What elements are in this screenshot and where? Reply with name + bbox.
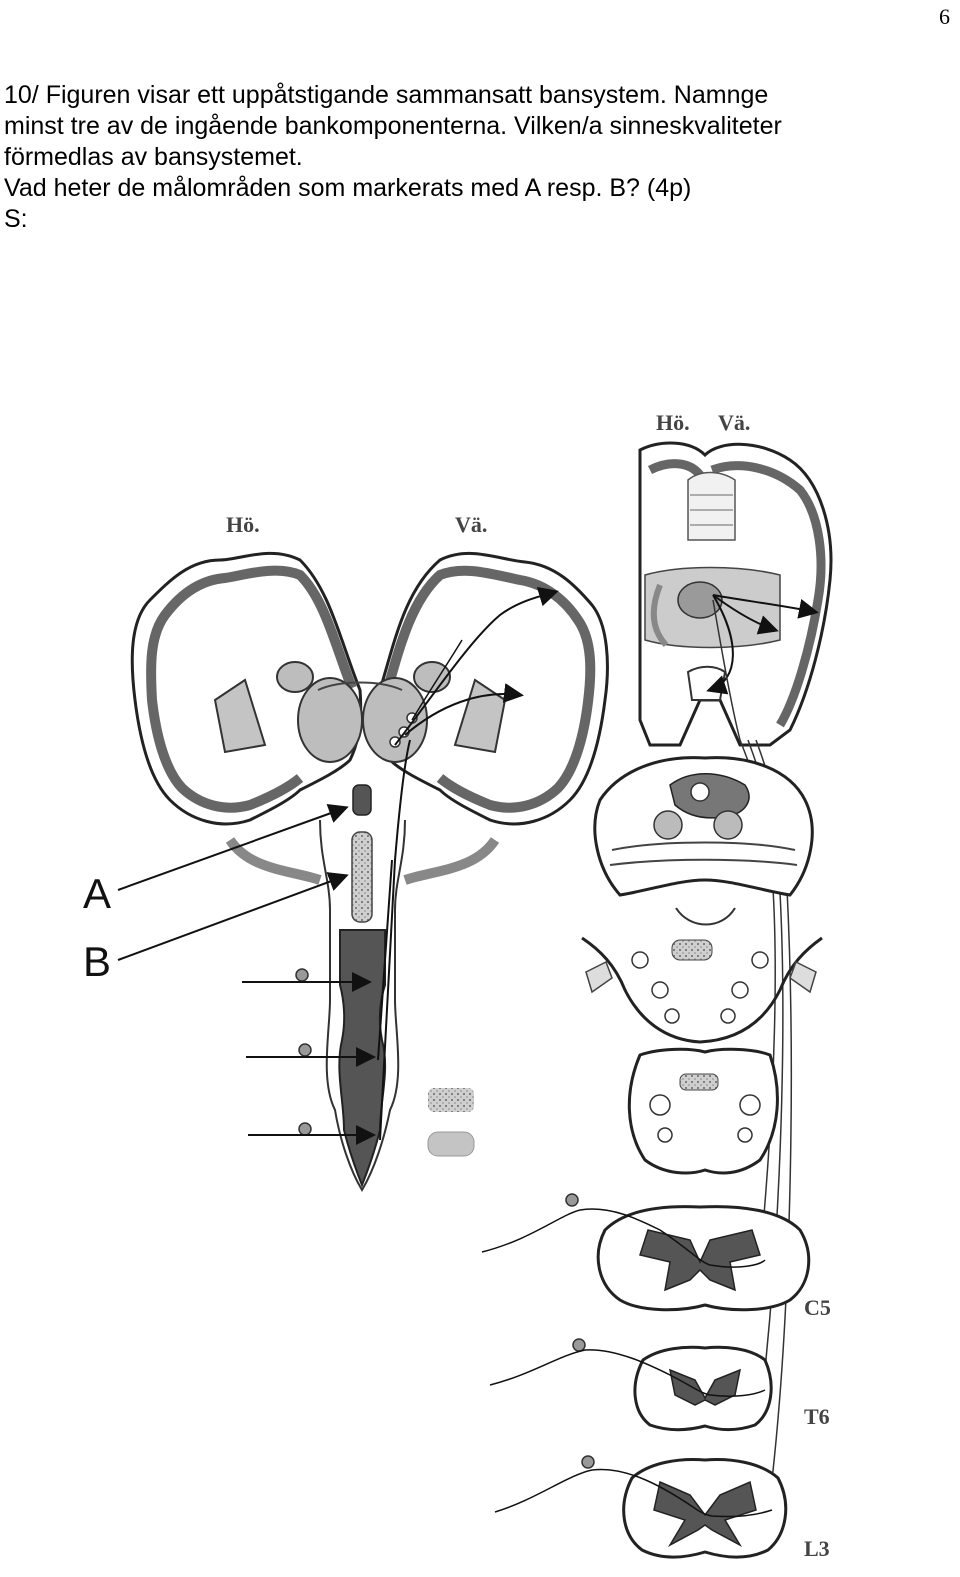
medulla-slice-upper xyxy=(581,936,823,1044)
pointer-a xyxy=(117,804,349,891)
right-thalamus xyxy=(297,677,363,763)
left-thalamus xyxy=(362,677,428,763)
answer-label: S: xyxy=(4,205,28,233)
level-label-l3: L3 xyxy=(804,1536,830,1561)
spinal-section-t6 xyxy=(633,1345,773,1432)
left-brain-label-ho: Hö. xyxy=(226,512,260,537)
left-hemisphere-cortex xyxy=(377,551,609,826)
target-area-a xyxy=(352,784,372,816)
marker-b-label: B xyxy=(83,938,111,985)
target-area-b xyxy=(351,831,373,923)
legend-dotted-swatch xyxy=(428,1088,474,1112)
marker-a-label: A xyxy=(83,870,111,917)
pointer-b xyxy=(117,872,349,961)
spinal-section-l3 xyxy=(622,1458,788,1559)
right-brain-label-ho: Hö. xyxy=(656,410,690,435)
question-text: 10/ Figuren visar ett uppåtstigande samm… xyxy=(4,80,954,235)
right-section-diagram: Hö. Vä. xyxy=(481,410,833,1561)
level-label-t6: T6 xyxy=(804,1404,830,1429)
legend-gray-swatch xyxy=(427,1131,475,1157)
page-number: 6 xyxy=(939,4,950,29)
question-line: 10/ Figuren visar ett uppåtstigande samm… xyxy=(4,81,769,109)
left-brain-diagram: Hö. Vä. xyxy=(83,512,609,1192)
question-line: Vad heter de målområden som markerats me… xyxy=(4,174,692,202)
right-brain-label-va: Vä. xyxy=(718,410,750,435)
level-label-c5: C5 xyxy=(804,1295,831,1320)
left-brain-label-va: Vä. xyxy=(455,512,487,537)
question-line: förmedlas av bansystemet. xyxy=(4,143,303,171)
question-line: minst tre av de ingående bankomponentern… xyxy=(4,112,782,140)
